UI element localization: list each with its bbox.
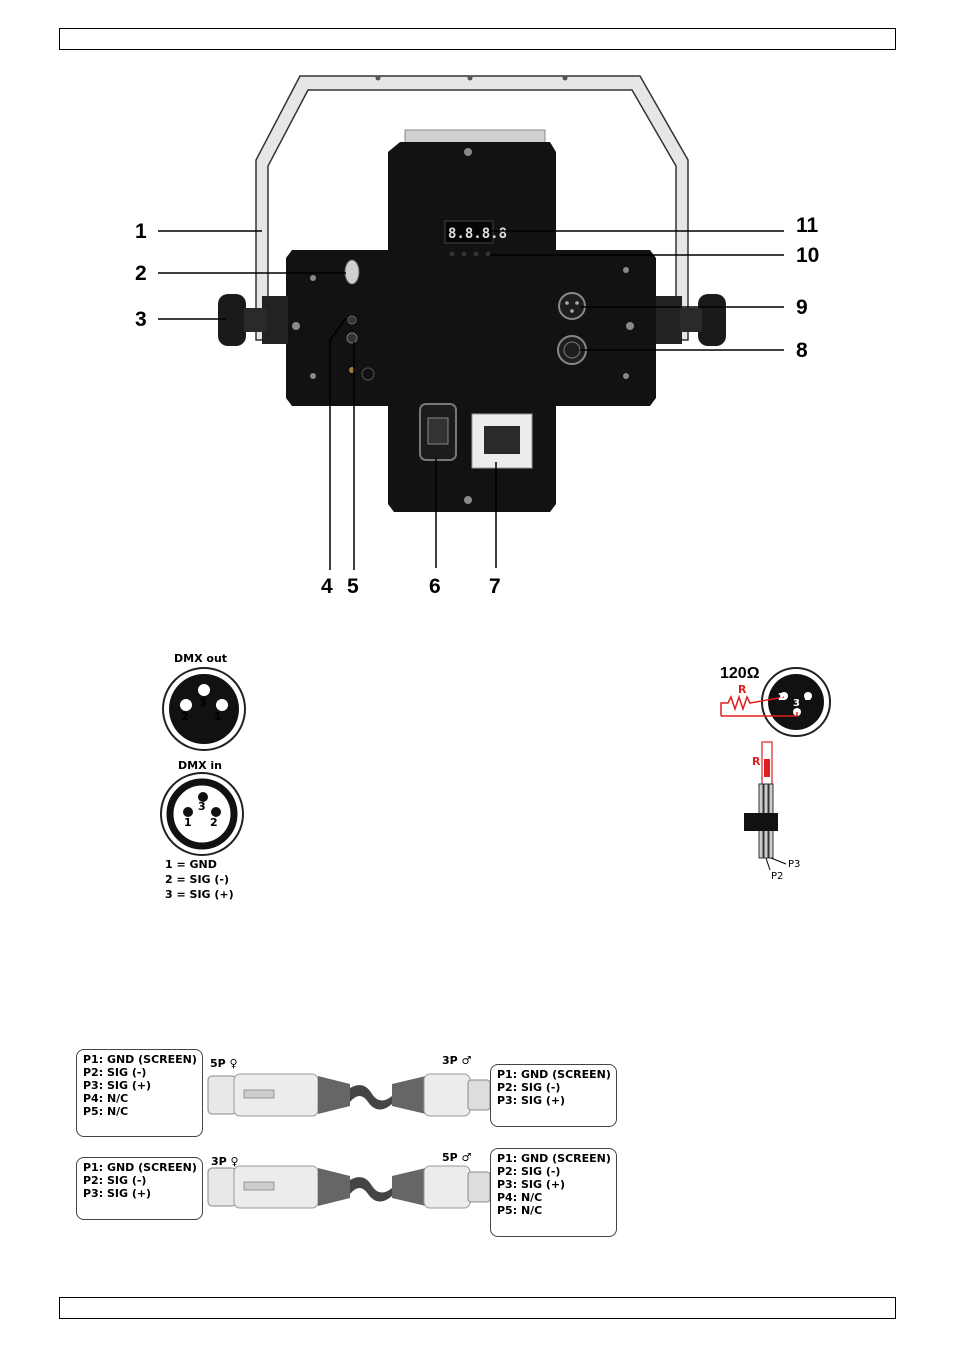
cable1-right-pinout: P1: GND (SCREEN)P2: SIG (-)P3: SIG (+) <box>490 1064 617 1127</box>
pin-p3-label: P3 <box>788 859 801 870</box>
cable1-right-type: 3P ♂ <box>442 1054 472 1067</box>
header-frame <box>59 28 896 50</box>
dmx-out-pin2-num: 2 <box>181 710 189 723</box>
callout-11: 11 <box>796 214 819 237</box>
callout-leaders <box>158 230 784 570</box>
cable2-right-type: 5P ♂ <box>442 1151 472 1164</box>
safety-eye <box>344 259 360 285</box>
cable2-left-type: 3P ♀ <box>211 1155 239 1168</box>
callout-2: 2 <box>135 262 147 285</box>
terminator-ohms: 120Ω <box>720 665 760 682</box>
footer-frame <box>59 1297 896 1319</box>
callout-6: 6 <box>429 575 441 598</box>
callout-3: 3 <box>135 308 147 331</box>
pin-legend-3: 3 = SIG (+) <box>165 888 234 901</box>
pin-p2-label: P2 <box>771 871 784 882</box>
mounting-bracket <box>255 75 689 341</box>
cable2-left-pinout: P1: GND (SCREEN)P2: SIG (-)P3: SIG (+) <box>76 1157 203 1220</box>
callout-1: 1 <box>135 220 147 243</box>
term-pin3-num: 3 <box>793 698 800 709</box>
pin-legend-2: 2 = SIG (-) <box>165 873 230 886</box>
led-display <box>444 220 494 244</box>
cable1-left-pinout: P1: GND (SCREEN)P2: SIG (-)P3: SIG (+)P4… <box>76 1049 203 1137</box>
callout-5: 5 <box>347 575 359 598</box>
resistor-label-1: R <box>738 683 747 696</box>
pin-legend-1: 1 = GND <box>165 858 217 871</box>
callout-7: 7 <box>489 575 501 598</box>
dmx-out-connector <box>558 292 586 320</box>
dmx-in-pin1-num: 1 <box>184 816 192 829</box>
dmx-out-pin3-num: 3 <box>199 696 207 709</box>
cable1-left-type: 5P ♀ <box>210 1057 238 1070</box>
dmx-out-label: DMX out <box>174 652 228 665</box>
resistor-label-2: R <box>752 755 761 768</box>
callout-4: 4 <box>321 575 333 598</box>
callout-8: 8 <box>796 339 808 362</box>
callout-9: 9 <box>796 296 808 319</box>
dmx-in-label: DMX in <box>178 759 222 772</box>
device-body <box>286 142 656 512</box>
term-pin2-num: 2 <box>778 692 785 703</box>
led-display-digits: 8.8.8.8 <box>448 226 507 242</box>
dmx-out-pin1-num: 1 <box>214 710 222 723</box>
callout-10: 10 <box>796 244 820 267</box>
dmx-in-pin3-num: 3 <box>198 800 206 813</box>
term-pin1-num: 1 <box>804 692 811 703</box>
dmx-in-pin2-num: 2 <box>210 816 218 829</box>
left-knob <box>218 294 246 346</box>
cable2-right-pinout: P1: GND (SCREEN)P2: SIG (-)P3: SIG (+)P4… <box>490 1148 617 1237</box>
